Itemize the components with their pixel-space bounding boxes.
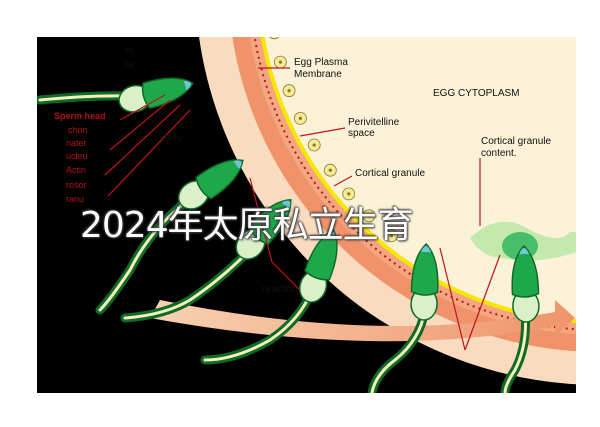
label-sperm-part-4: Actin — [66, 165, 87, 175]
reaction-arrow — [150, 300, 575, 342]
cortical-granule-core — [328, 168, 332, 172]
sperm-tail — [123, 248, 252, 320]
sperm-head — [235, 198, 292, 260]
sperm-acrosome — [281, 200, 291, 210]
label-perivitelline-line1: Perivitelline — [348, 117, 400, 128]
sperm-tail — [203, 288, 314, 362]
label-perivitelline-line2: space — [348, 128, 375, 139]
cortical-granule-core — [278, 60, 282, 64]
label-egg-plasma-membrane-line2: Membrane — [294, 69, 342, 80]
label-jelly: Jelly — [162, 133, 183, 144]
sperm-nucleus — [248, 198, 292, 245]
label-sperm-head: Sperm head — [54, 111, 106, 121]
label-partial-top-2: rs — [125, 60, 134, 71]
sperm-acrosome — [519, 248, 530, 255]
label-cortical-granule-content-line1: Cortical granule — [481, 136, 552, 147]
label-egg-plasma-membrane-line1: Egg Plasma — [294, 57, 348, 68]
sperm-tail — [503, 308, 527, 393]
cortical-granule-core — [298, 116, 302, 120]
sperm-cells — [37, 77, 540, 393]
sperm-acrosome — [326, 231, 336, 240]
label-reaction: reaction — [262, 284, 298, 295]
label-sperm-part-6: ranu — [66, 194, 85, 204]
cortical-granule — [269, 37, 280, 40]
cortical-granule-core — [273, 31, 276, 34]
sperm-nucleus — [304, 229, 338, 281]
label-partial-top-1: er — [125, 45, 134, 56]
sperm-nucleus — [195, 159, 244, 200]
cortical-granule-core — [389, 234, 393, 238]
cortical-granule-core — [367, 214, 371, 218]
label-sperm-part-3: ucleu — [66, 151, 88, 161]
label-egg-cytoplasm: EGG CYTOPLASM — [433, 88, 520, 99]
sperm-nucleus — [511, 244, 540, 298]
watermark-text: 2024年太原私立生育 — [80, 205, 414, 246]
sperm-head — [511, 244, 540, 323]
sperm-tail — [370, 308, 427, 393]
sperm-acrosome — [420, 246, 431, 253]
label-sperm-part-5: rosor — [66, 180, 87, 190]
sperm-tail — [98, 198, 190, 312]
cortical-granule — [265, 0, 277, 9]
label-sperm-part-2: nater — [66, 138, 87, 148]
sperm-nucleus — [410, 242, 439, 296]
sperm-head — [298, 229, 338, 303]
label-cortical-granule-content-line2: content. — [481, 148, 517, 159]
cortical-granule-core — [287, 89, 291, 93]
sperm-acrosome — [183, 80, 191, 91]
sperm-head — [177, 159, 244, 210]
label-sperm-part-1: chon — [68, 125, 88, 135]
cortical-granule-core — [312, 143, 316, 147]
label-cortical-granule: Cortical granule — [355, 168, 426, 179]
sperm-acrosome — [233, 160, 242, 170]
sperm-head — [410, 242, 439, 321]
cortical-granule-core — [347, 192, 351, 196]
cortical-granules — [265, 0, 398, 243]
pointer-lines — [104, 67, 501, 351]
cortical-granule-core — [269, 1, 272, 4]
